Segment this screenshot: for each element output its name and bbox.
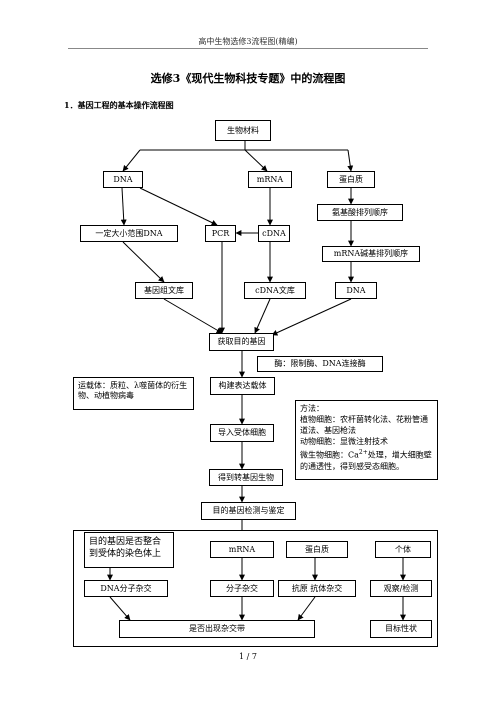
- node-hybrid-band: 是否出现杂交带: [119, 620, 315, 638]
- node-dna-range: 一定大小范围DNA: [80, 225, 178, 242]
- node-mrna-sequence: mRNA碱基排列顺序: [322, 246, 420, 262]
- node-vector-note: 运载体：质粒、λ噬菌体的衍生物、动植物病毒: [73, 377, 194, 410]
- node-methods: 方法： 植物细胞：农杆菌转化法、花粉管通道法、基因枪法 动物细胞：显微注射技术 …: [295, 400, 438, 480]
- node-observe: 观察/检测: [370, 580, 432, 597]
- node-genomic-library: 基因组文库: [135, 282, 193, 299]
- node-dna-hybridization: DNA分子杂交: [84, 580, 168, 597]
- header-divider: [68, 48, 428, 49]
- node-protein: 蛋白质: [327, 171, 375, 188]
- node-import-cell: 导入受体细胞: [210, 424, 274, 442]
- node-build-vector: 构建表达载体: [210, 377, 275, 395]
- node-mrna-2: mRNA: [210, 541, 274, 558]
- detection-frame: [73, 530, 438, 647]
- methods-microbe-a: 微生物细胞：Ca: [300, 450, 359, 460]
- node-aa-sequence: 氨基酸排列顺序: [317, 204, 403, 221]
- node-antigen-antibody: 抗原 抗体杂交: [278, 580, 356, 597]
- page-title: 选修3《现代生物科技专题》中的流程图: [150, 72, 346, 85]
- node-dna-2: DNA: [335, 282, 377, 299]
- node-target-trait: 目标性状: [370, 620, 432, 638]
- node-pcr: PCR: [205, 225, 236, 242]
- node-cdna-library: cDNA文库: [244, 282, 306, 299]
- methods-microbe-b: 处理，增大细胞壁的通透性，得到感受态细胞。: [300, 450, 432, 471]
- methods-title: 方法：: [300, 404, 324, 413]
- methods-animal: 动物细胞：显微注射技术: [300, 437, 388, 446]
- node-cdna: cDNA: [258, 225, 290, 242]
- page-header: 高中生物选修3流程图(精编): [198, 37, 298, 46]
- node-transgenic: 得到转基因生物: [209, 469, 283, 486]
- node-material: 生物材料: [215, 120, 271, 141]
- page-number: 1 / 7: [239, 652, 257, 661]
- node-integrated: 目的基因是否整合到受体的染色体上: [84, 532, 174, 568]
- methods-plant: 植物细胞：农杆菌转化法、花粉管通道法、基因枪法: [300, 415, 428, 435]
- node-protein-2: 蛋白质: [286, 541, 348, 558]
- node-mrna: mRNA: [248, 171, 292, 188]
- node-enzymes: 酶：限制酶、DNA连接酶: [257, 356, 383, 372]
- node-get-gene: 获取目的基因: [209, 333, 274, 351]
- methods-microbe: 微生物细胞：Ca2+处理，增大细胞壁的通透性，得到感受态细胞。: [300, 447, 433, 472]
- node-dna: DNA: [103, 171, 143, 188]
- section-heading: 1．基因工程的基本操作流程图: [64, 100, 174, 110]
- node-detect: 目的基因检测与鉴定: [201, 502, 296, 520]
- methods-microbe-sup: 2+: [358, 449, 368, 456]
- node-individual: 个体: [375, 541, 431, 558]
- node-molecular-hybridization: 分子杂交: [210, 580, 274, 597]
